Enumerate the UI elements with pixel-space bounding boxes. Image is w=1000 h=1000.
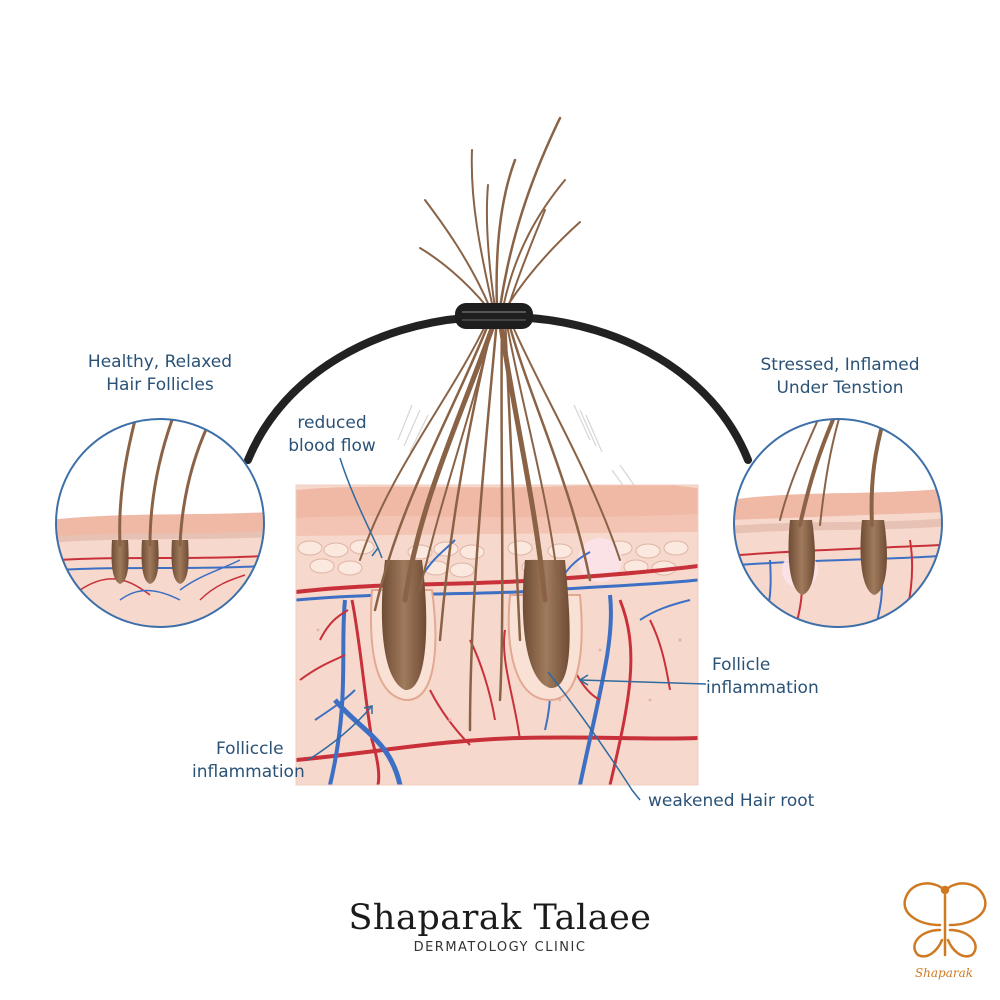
center-skin-section (296, 485, 698, 785)
follicle-inflammation-label-right: Follicle inflammation (706, 655, 819, 698)
reduced-blood-flow-label: reduced blood flow (288, 413, 376, 456)
healthy-follicles-inset (55, 418, 265, 628)
follicle-inflammation-label-left: Folliccle inflammation (192, 739, 305, 782)
tension-arcs (244, 314, 752, 464)
tension-lines (397, 404, 637, 496)
weakened-hair-root-label: weakened Hair root (648, 791, 815, 811)
label-arrows (307, 457, 707, 801)
butterfly-logo-icon (903, 882, 987, 958)
clinic-name: Shaparak Talaee (348, 898, 652, 938)
hair-bundle (359, 116, 621, 732)
logo-wordmark: Shaparak (914, 966, 974, 980)
clinic-subtitle: DERMATOLOGY CLINIC (413, 940, 587, 955)
stressed-follicles-inset (733, 418, 943, 628)
stressed-follicles-label: Stressed, Inflamed Under Tenstion (760, 355, 920, 398)
healthy-follicles-label: Healthy, Relaxed Hair Follicles (87, 352, 233, 395)
hair-tie-icon (455, 303, 533, 329)
